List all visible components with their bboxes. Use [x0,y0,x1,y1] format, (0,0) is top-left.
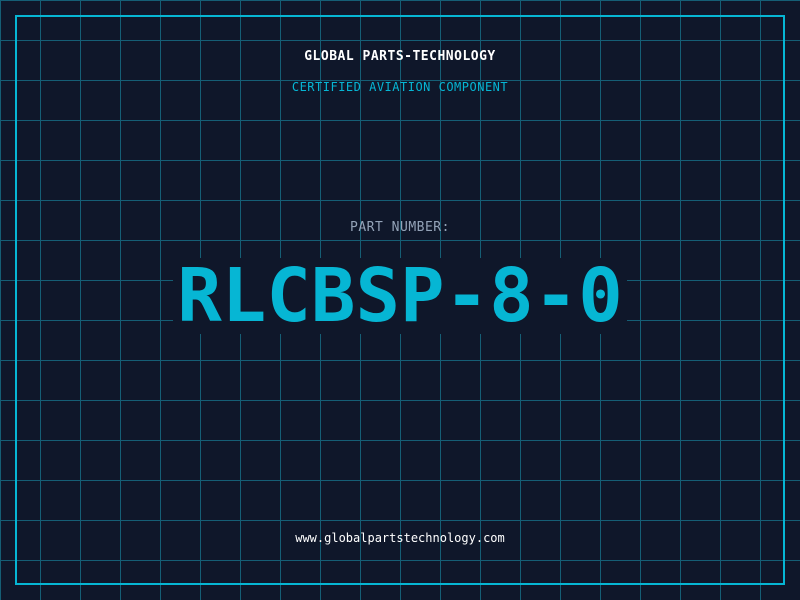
border-frame [15,15,785,585]
part-number-value: RLCBSP-8-0 [173,258,627,334]
part-number-label: PART NUMBER: [350,220,450,235]
certification-subtitle: CERTIFIED AVIATION COMPONENT [291,80,509,94]
part-number-container: RLCBSP-8-0 [0,258,800,334]
website-url: www.globalpartstechnology.com [295,531,505,545]
company-name: GLOBAL PARTS-TECHNOLOGY [304,49,496,64]
